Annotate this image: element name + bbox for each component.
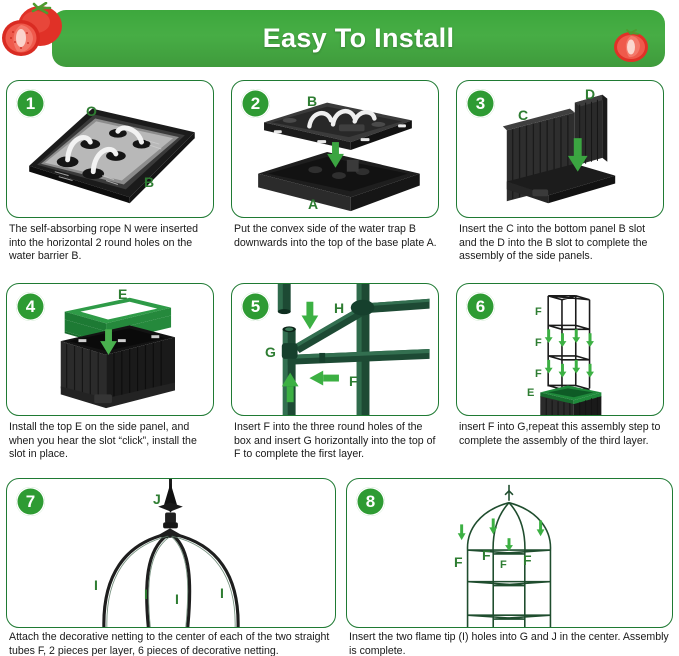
step-caption: Insert F into the three round holes of t… bbox=[234, 421, 436, 461]
step-illustration-panel: 5 H G F bbox=[231, 283, 439, 416]
part-label-f-3: F bbox=[500, 559, 507, 571]
step-caption: The self-absorbing rope N were inserted … bbox=[9, 223, 199, 263]
part-label-a: A bbox=[308, 196, 319, 212]
step-illustration-panel: 7 J I I I I bbox=[6, 478, 336, 628]
part-label-i-1: I bbox=[94, 577, 98, 593]
step-illustration-panel: 6 F F F E bbox=[456, 283, 664, 416]
part-label-c: C bbox=[518, 107, 529, 123]
part-label-f-mid: F bbox=[535, 337, 542, 349]
step-illustration-panel: 8 F F F F bbox=[346, 478, 673, 628]
top-frame-e-onto-box-illustration bbox=[60, 297, 176, 409]
step-8: 8 F F F F Insert the two flame tip (I) h… bbox=[346, 478, 673, 656]
tube-joint-first-layer-illustration bbox=[277, 284, 430, 415]
step-2: 2 B A Put the convex side of the water t… bbox=[231, 80, 439, 270]
header-banner: Easy To Install bbox=[52, 10, 665, 67]
water-trap-over-base-plate-illustration bbox=[258, 102, 420, 212]
step-illustration-panel: 4 E bbox=[6, 283, 214, 416]
step-number-badge: 1 bbox=[16, 89, 45, 118]
step-illustration-panel: 3 C D bbox=[456, 80, 664, 218]
step-caption: Attach the decorative netting to the cen… bbox=[9, 631, 330, 656]
part-label-f-2: F bbox=[482, 547, 491, 563]
water-barrier-tray-with-ropes-illustration bbox=[29, 108, 195, 204]
step-6: 6 F F F E insert F into G,repeat this as… bbox=[456, 283, 664, 468]
part-label-j: J bbox=[153, 491, 161, 507]
step-number-badge: 3 bbox=[466, 89, 495, 118]
part-label-o: O bbox=[86, 103, 97, 119]
step-caption: Insert the two flame tip (I) holes into … bbox=[349, 631, 669, 656]
step-caption: insert F into G,repeat this assembly ste… bbox=[459, 421, 661, 447]
part-label-f-low: F bbox=[535, 368, 542, 380]
step-1: 1 O B The self-absorbing rope N were ins… bbox=[6, 80, 214, 270]
part-label-f-4: F bbox=[523, 552, 532, 568]
step-number-badge: 7 bbox=[16, 487, 45, 516]
part-label-i-4: I bbox=[220, 585, 224, 601]
part-label-f: F bbox=[349, 373, 358, 389]
step-number-badge: 6 bbox=[466, 292, 495, 321]
part-label-h: H bbox=[334, 300, 345, 316]
tomato-icon bbox=[614, 29, 648, 62]
step-number-badge: 8 bbox=[356, 487, 385, 516]
completed-obelisk-trellis-illustration bbox=[457, 484, 552, 627]
step-number-badge: 5 bbox=[241, 292, 270, 321]
step-7: 7 J I I I I Attach the decorative nettin… bbox=[6, 478, 336, 656]
step-4: 4 E Install the top E on the side panel,… bbox=[6, 283, 214, 468]
tomato-icon bbox=[2, 2, 62, 56]
side-panels-c-and-d-illustration bbox=[502, 94, 616, 204]
step-number-badge: 2 bbox=[241, 89, 270, 118]
part-label-i-3: I bbox=[175, 591, 179, 607]
part-label-f-top: F bbox=[535, 306, 542, 318]
step-5: 5 H G F Insert F into the three round ho… bbox=[231, 283, 439, 468]
step-caption: Put the convex side of the water trap B … bbox=[234, 223, 437, 249]
page-title: Easy To Install bbox=[262, 23, 455, 53]
step-3: 3 C D Insert the C into the bottom panel… bbox=[456, 80, 664, 270]
step-caption: Install the top E on the side panel, and… bbox=[9, 421, 197, 461]
decorative-dome-top-with-finial-illustration bbox=[102, 479, 240, 627]
step-number-badge: 4 bbox=[16, 292, 45, 321]
step-illustration-panel: 1 O B bbox=[6, 80, 214, 218]
part-label-b: B bbox=[144, 174, 155, 190]
part-label-i-2: I bbox=[144, 586, 148, 602]
part-label-e: E bbox=[527, 387, 535, 399]
part-label-b: B bbox=[307, 93, 318, 109]
part-label-e: E bbox=[118, 286, 128, 302]
step-illustration-panel: 2 B A bbox=[231, 80, 439, 218]
part-label-d: D bbox=[585, 86, 596, 102]
part-label-f-1: F bbox=[454, 554, 463, 570]
part-label-g: G bbox=[265, 344, 276, 360]
three-layer-tower-on-planter-illustration bbox=[540, 295, 602, 415]
step-caption: Insert the C into the bottom panel B slo… bbox=[459, 223, 648, 263]
